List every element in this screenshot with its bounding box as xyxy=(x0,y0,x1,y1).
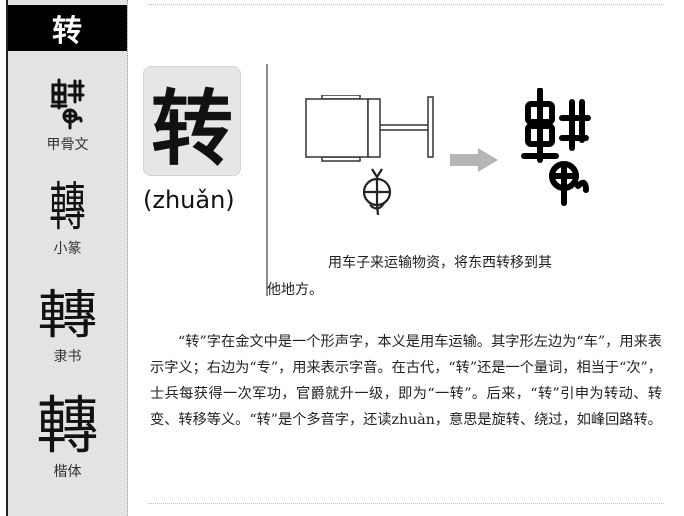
regular-script-glyph: 轉 xyxy=(36,389,99,462)
illustration-caption: 用车子来运输物资，将东西转移到其 他地方。 xyxy=(267,250,610,304)
form-oracle-bone: 甲骨文 xyxy=(8,78,127,154)
clerical-glyph: 轉 xyxy=(37,286,98,346)
vertical-divider xyxy=(266,64,268,296)
form-label: 隶书 xyxy=(53,349,82,365)
explanation-paragraph: “转”字在金文中是一个形声字，本义是用车运输。其字形左边为“车”，用来表示字义；… xyxy=(150,334,662,428)
form-label: 甲骨文 xyxy=(46,137,89,153)
form-label: 楷体 xyxy=(53,464,82,480)
top-dotted-rule xyxy=(148,4,664,5)
caption-line-2: 他地方。 xyxy=(267,282,323,298)
form-regular-script: 轉 楷体 xyxy=(8,395,127,481)
pinyin: (zhuǎn) xyxy=(143,186,235,214)
caption-line-1: 用车子来运输物资，将东西转移到其 xyxy=(328,255,552,271)
form-clerical: 轉 隶书 xyxy=(8,290,127,366)
glyph-forms-sidebar: 转 甲骨文 轉 小篆 轉 隶书 轉 xyxy=(6,0,128,516)
form-small-seal: 轉 小篆 xyxy=(8,182,127,258)
oracle-bone-large-icon xyxy=(521,88,591,206)
character-card: 转 xyxy=(143,66,241,177)
explanation-text: “转”字在金文中是一个形声字，本义是用车运输。其字形左边为“车”，用来表示字义；… xyxy=(150,329,662,433)
small-seal-glyph: 轉 xyxy=(49,178,86,238)
oracle-bone-glyph-icon xyxy=(50,78,84,130)
form-label: 小篆 xyxy=(53,241,82,257)
bottom-dotted-rule xyxy=(148,503,664,504)
right-arrow-icon xyxy=(450,148,498,172)
cart-top-view-icon xyxy=(305,95,434,216)
sidebar-title-char: 转 xyxy=(8,5,127,51)
sidebar-top-strip xyxy=(8,0,127,5)
